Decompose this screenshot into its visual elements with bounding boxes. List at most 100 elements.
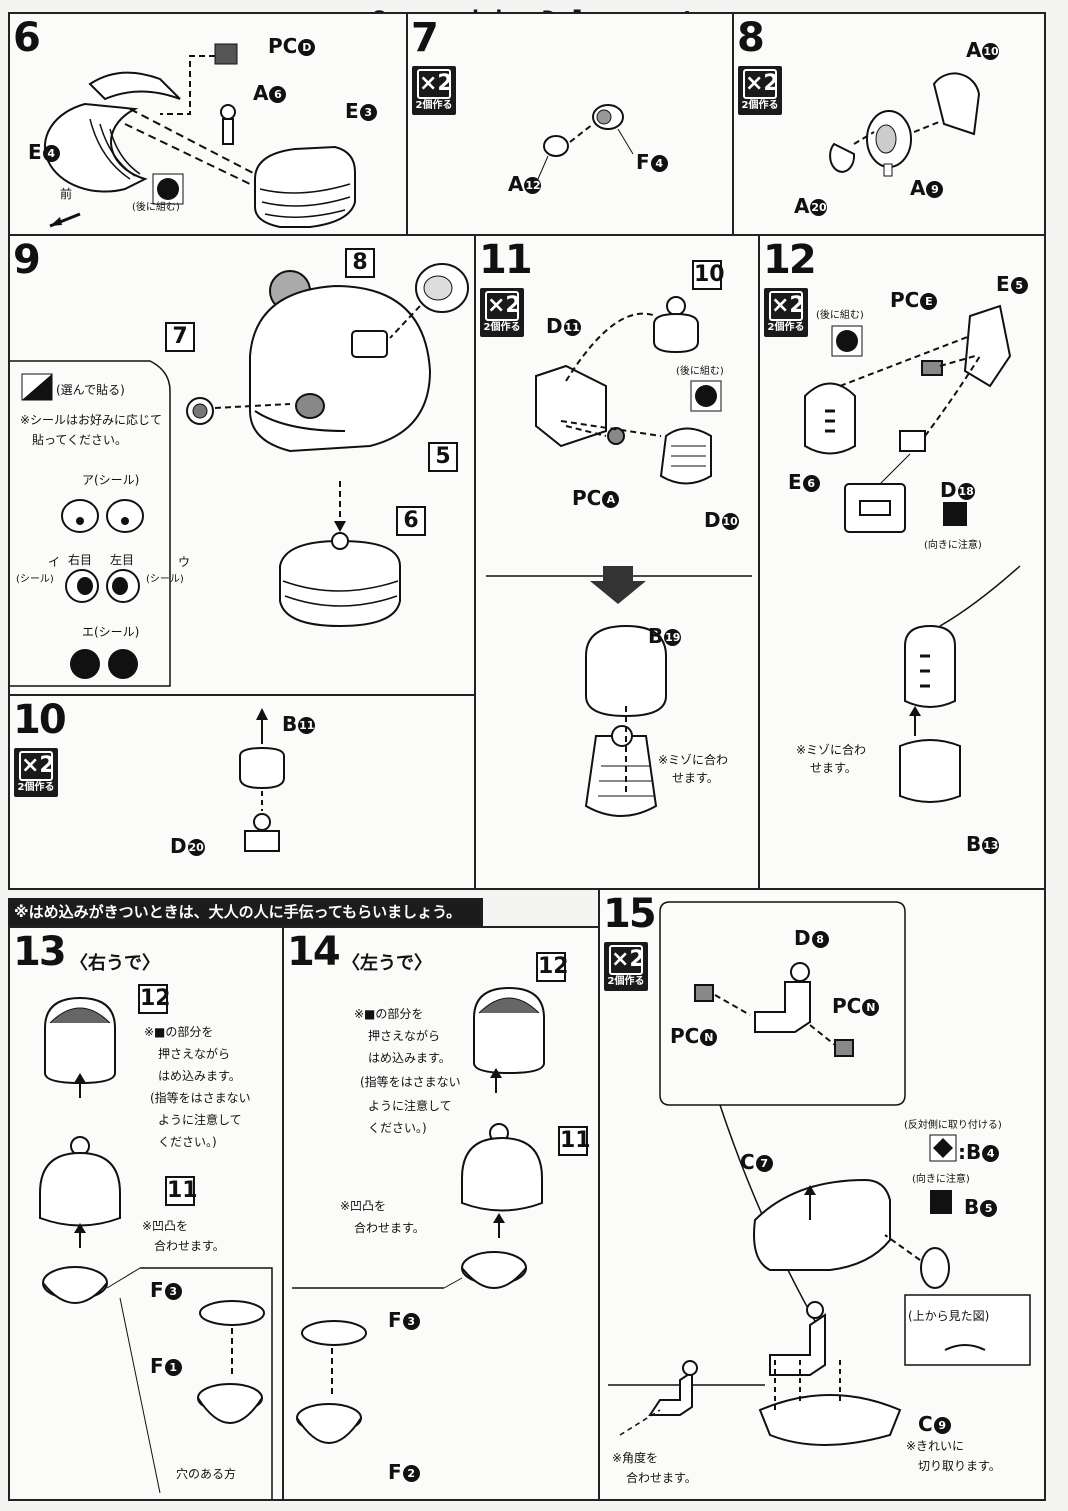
groove-note-2: せます。 [672,771,719,785]
eye-seal-a [61,499,144,533]
right-eye-label: 右目 [68,553,93,567]
direction-note: (向きに注意) [912,1174,970,1185]
seal-a-label: ア(シール) [82,473,140,487]
step-number: 9 [13,237,41,283]
step-6-illustration [43,43,356,228]
step-number: 8 [737,15,765,61]
arm-title: 〈左うで〉 [342,953,432,974]
step-9-illustration [10,263,469,687]
step-number: 14 [287,929,341,975]
later-note: (後に組む) [132,202,180,213]
warning-banner: ※はめ込みがきついときは、大人の人に手伝ってもらいましょう。 [8,898,483,926]
step-10-illustration [239,708,285,852]
step-7-illustration [537,104,634,180]
arm-title: 〈右うで〉 [70,953,160,974]
left-eye-label: 左目 [110,553,135,567]
press-note-2: 押さえながら [158,1047,231,1061]
press-note-1: ※■の部分を [354,1007,424,1021]
cut-note-1: ※きれいに [906,1439,965,1453]
press-note-4: (指等をはさまない [360,1075,461,1089]
step-15-illustration [608,901,1031,1446]
press-note-5: ように注意して [368,1099,452,1113]
cut-note-2: 切り取ります。 [918,1459,1001,1473]
step-13-illustration [39,996,273,1499]
press-note-3: はめ込みます。 [158,1069,241,1083]
press-note-6: ください。) [368,1121,427,1135]
press-note-5: ように注意して [158,1113,242,1127]
seal-text-left: (シール) [16,574,54,585]
step-number: 11 [479,237,533,283]
front-label: 前 [60,187,73,201]
press-note-2: 押さえながら [368,1029,441,1043]
step-number: 15 [603,891,657,937]
step-number: 13 [13,929,67,975]
step-number: 12 [763,237,817,283]
seal-e-label: エ(シール) [82,625,140,639]
align-note-1: ※凹凸を [340,1199,387,1213]
opposite-note: (反対側に取り付ける) [904,1120,1002,1131]
hole-side-note: 穴のある方 [176,1467,237,1481]
part-box-11: 11 [165,1176,198,1206]
align-note-2: 合わせます。 [154,1239,225,1253]
align-note-1: ※凹凸を [142,1219,189,1233]
step-8-illustration [829,72,981,177]
seal-u-label: ウ [178,555,191,569]
step-13-panel: 13 〈右うで〉 12 11 ※■の部分を 押さえながら はめ込みます。 (指等… [8,926,284,1501]
later-note: (後に組む) [676,366,724,377]
step-number: 7 [411,15,439,61]
angle-note-1: ※角度を [612,1451,659,1465]
direction-note: (向きに注意) [924,540,982,551]
step-9-panel: 9 8 7 [8,234,476,696]
eye-seal-e [70,649,138,679]
seal-text-right: (シール) [146,574,184,585]
part-box-12: 12 [536,952,569,982]
part-box-5: 5 [428,442,458,472]
press-note-6: ください。) [158,1135,217,1149]
angle-note-2: 合わせます。 [626,1471,697,1485]
step-number: 6 [13,15,41,61]
step-14-panel: 14 〈左うで〉 12 11 ※■の部分を 押さえながら はめ込みます。 (指等… [282,926,600,1501]
part-box-10: 10 [692,260,725,290]
part-box-6: 6 [396,506,426,536]
choose-note: (選んで貼る) [56,383,125,397]
groove-note-1: ※ミゾに合わ [658,753,729,767]
groove-note-2: せます。 [810,761,857,775]
